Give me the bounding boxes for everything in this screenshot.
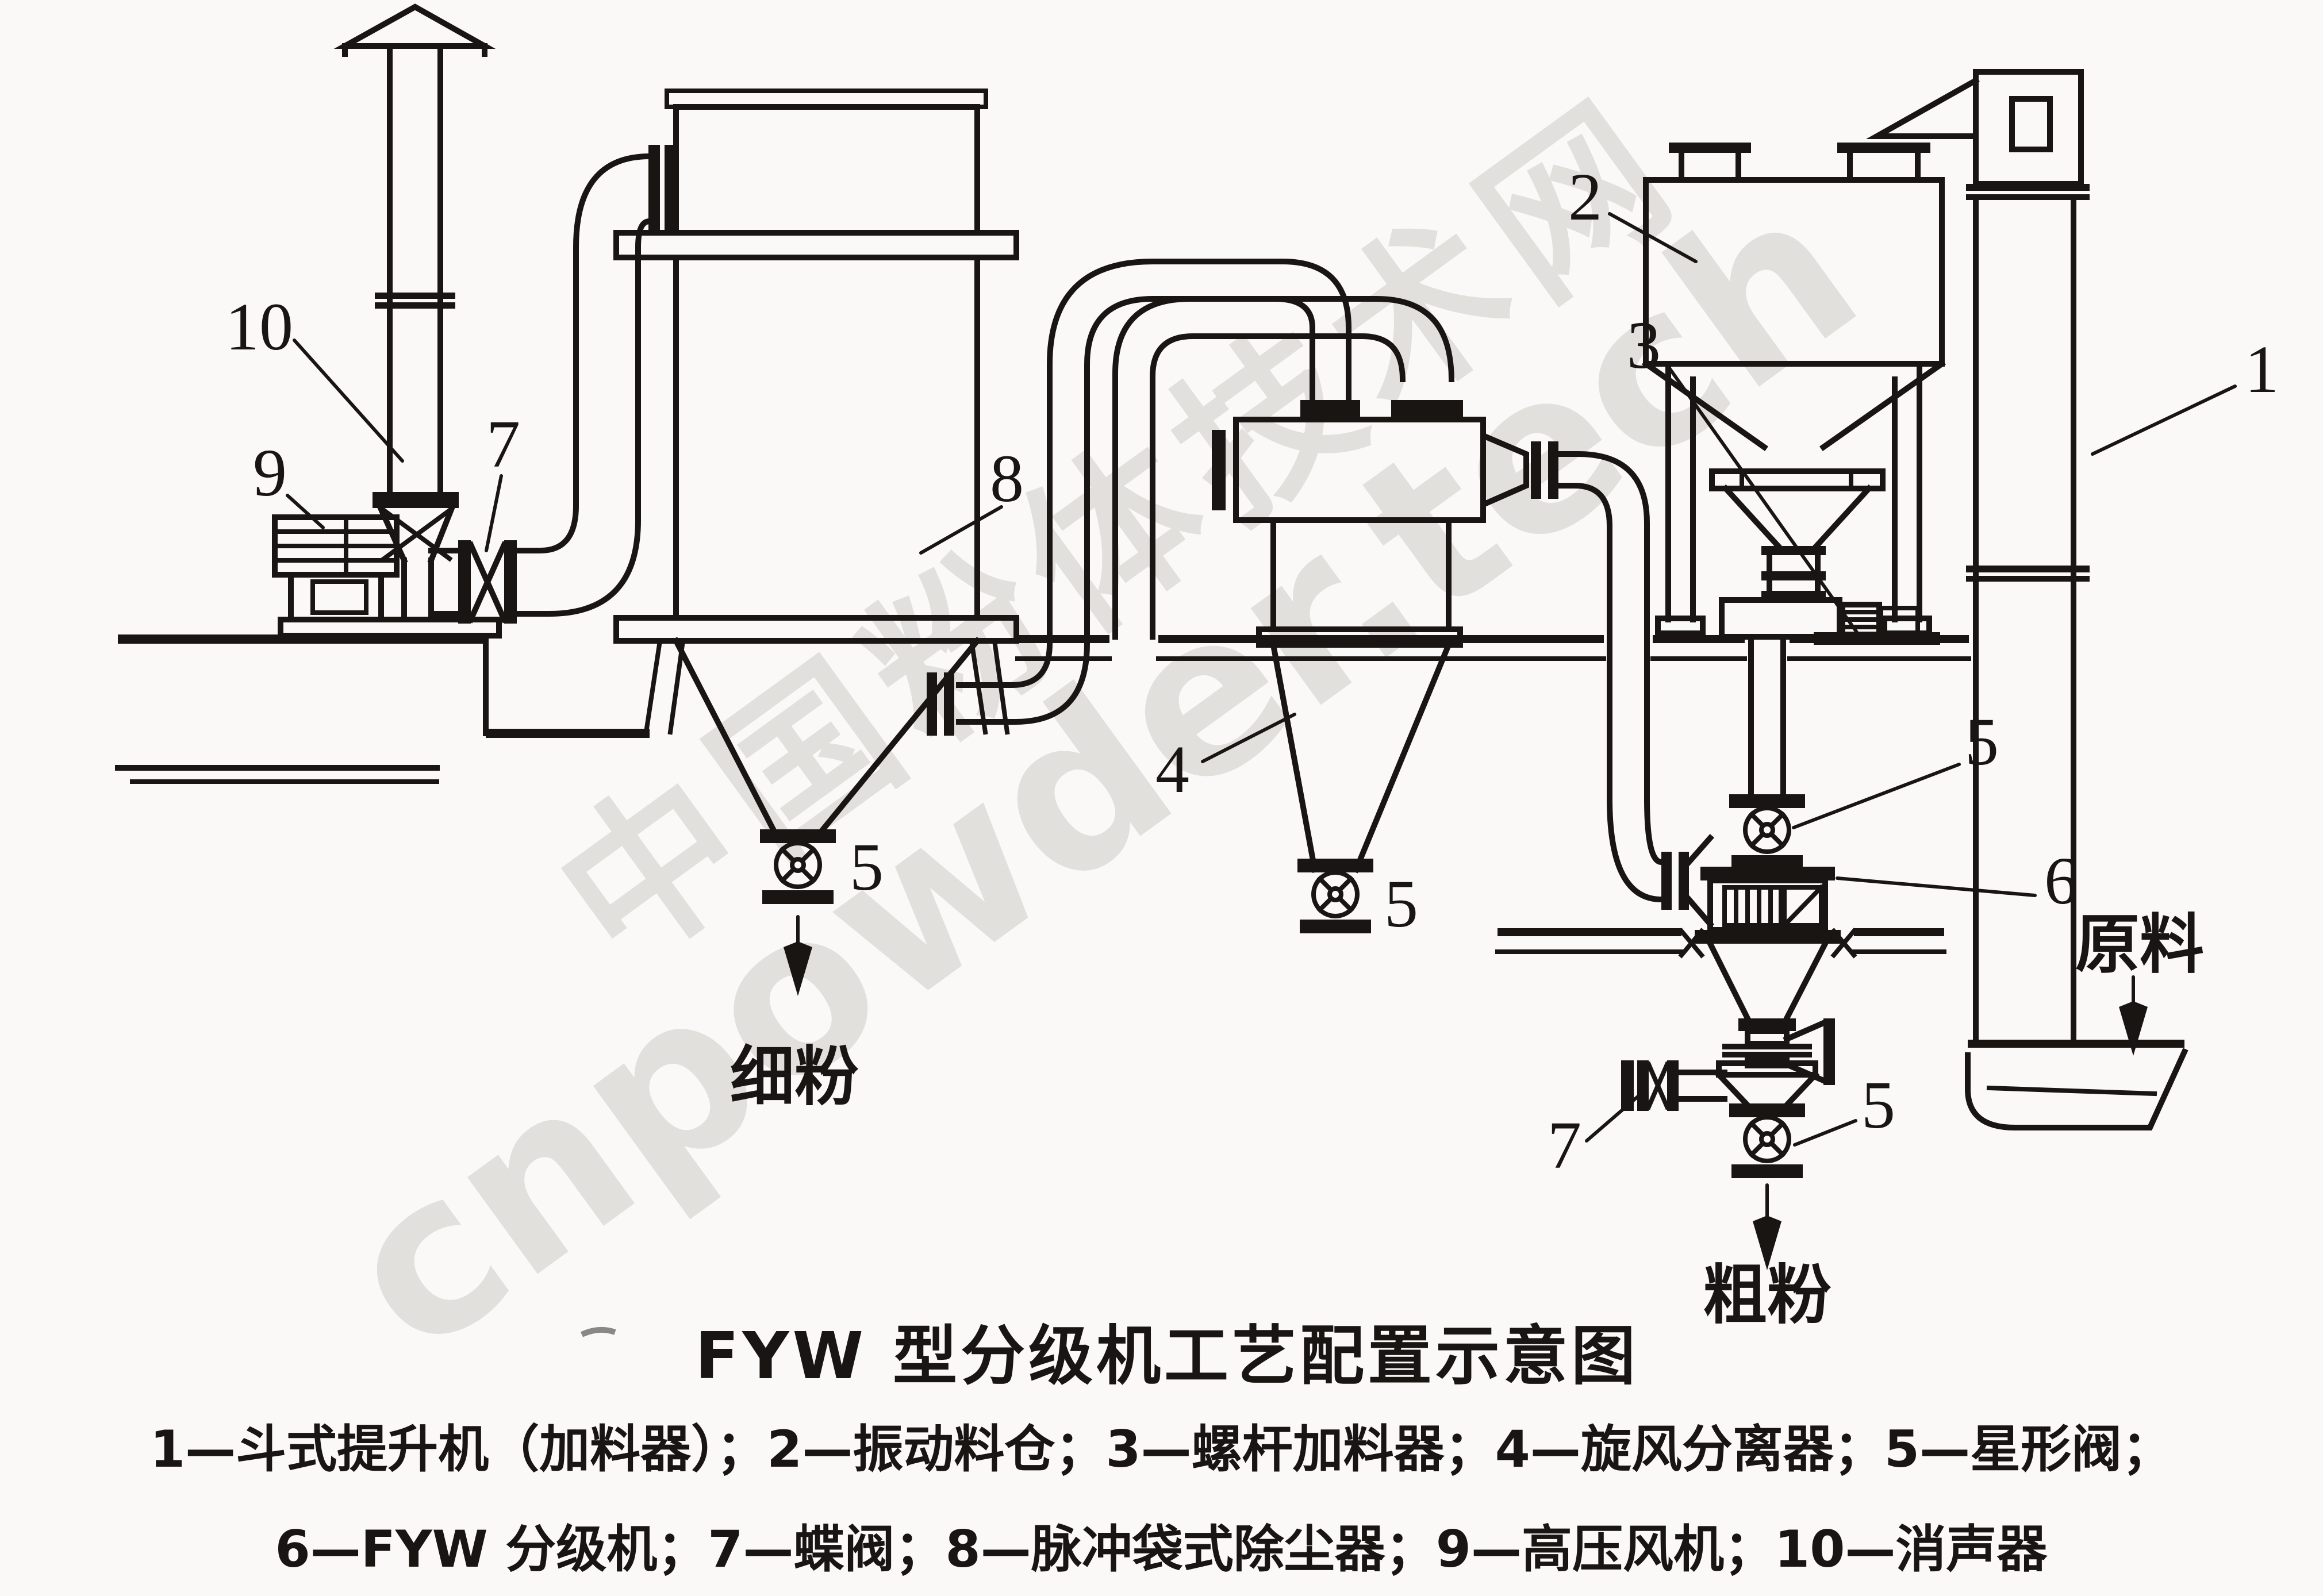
collector-bottom-flange	[613, 615, 1019, 644]
screw-feeder	[1719, 546, 1940, 797]
callout-10: 10	[225, 289, 293, 364]
callout-5-classifier-top: 5	[1965, 704, 1999, 779]
cyclone-flange	[1256, 626, 1463, 648]
classifier-bottom-plate	[1695, 930, 1841, 944]
elevator-boot	[1965, 1048, 2188, 1130]
dust-collector	[613, 89, 1019, 996]
bucket-elevator	[1865, 69, 2188, 1130]
callout-5-collector: 5	[850, 829, 884, 905]
callout-7-classifier: 7	[1548, 1107, 1581, 1183]
collector-leg-left	[643, 638, 686, 735]
rain-cap	[333, 3, 496, 49]
callout-7-fan: 7	[486, 406, 520, 482]
fan-suction-pipe	[514, 145, 676, 617]
star-valve-classifier-bottom	[1729, 1103, 1805, 1178]
cyclone-cone	[1270, 641, 1453, 874]
cyclone-left-flange	[1212, 430, 1226, 510]
callout-3: 3	[1627, 307, 1661, 383]
star-valve-classifier-top	[1729, 794, 1805, 869]
silencer-stack	[333, 3, 496, 622]
elevator-head-window	[2009, 96, 2053, 152]
classifier-motor	[1722, 885, 1783, 928]
butterfly-valve-classifier	[1621, 1060, 1727, 1111]
high-pressure-fan	[272, 514, 502, 639]
raw-material-inlet: 原料	[2075, 907, 2204, 1056]
pipe-overhead-inner	[1112, 296, 1463, 640]
legend-line-2: 6—FYW 分级机；7—蝶阀；8—脉冲袋式除尘器；9—高压风机；10—消声器	[275, 1520, 2048, 1579]
classifier-inlet-bell	[1684, 833, 1715, 929]
feeder-box	[1719, 597, 1842, 640]
coarse-powder-label: 粗粉	[1703, 1258, 1831, 1333]
callout-5-classifier-bottom: 5	[1861, 1067, 1895, 1143]
elevator-head	[1973, 69, 2084, 187]
pipe-cyclone-to-collector	[927, 259, 1360, 736]
callout-1: 1	[2245, 332, 2279, 407]
silo-outlet-flange	[1709, 468, 1886, 491]
feeder-base	[1814, 632, 1940, 645]
fan-base-plate	[278, 617, 502, 639]
raw-material-label: 原料	[2075, 907, 2204, 982]
callouts: 1 2 3 4 5 5 5 5 6 7 7 8 9 10	[225, 159, 2279, 1183]
callout-6: 6	[2044, 843, 2078, 918]
vibrating-silo	[1642, 143, 1946, 636]
butterfly-valve-fan	[428, 540, 517, 624]
pipe-cyclone-to-classifier	[1480, 431, 1715, 929]
figure-title: FYW 型分级机工艺配置示意图	[695, 1319, 1639, 1394]
fine-powder-label: 细粉	[730, 1040, 859, 1114]
scan-smudge	[580, 1326, 616, 1337]
collector-top-box	[673, 104, 980, 236]
legend-line-1: 1—斗式提升机（加料器）；2—振动料仓；3—螺杆加料器；4—旋风分离器；5—星形…	[150, 1420, 2172, 1479]
silo-discharge-funnel	[1721, 484, 1873, 552]
silo-box	[1643, 177, 1945, 367]
lower-platform	[1495, 928, 1946, 959]
fan-window	[310, 579, 368, 615]
callout-4: 4	[1155, 732, 1189, 807]
callout-5-cyclone: 5	[1384, 866, 1418, 941]
collector-top-flange	[613, 230, 1019, 260]
star-valve-cyclone	[1297, 859, 1373, 933]
callout-8: 8	[990, 441, 1024, 516]
fyw-classifier	[1695, 794, 1841, 1270]
silencer-flange	[373, 492, 459, 508]
cyclone-outlet-bell	[1480, 431, 1529, 509]
callout-9: 9	[253, 435, 287, 510]
elevator-spout	[1865, 76, 1980, 139]
callout-2: 2	[1568, 159, 1602, 234]
classifier-cone	[1706, 940, 1829, 1022]
